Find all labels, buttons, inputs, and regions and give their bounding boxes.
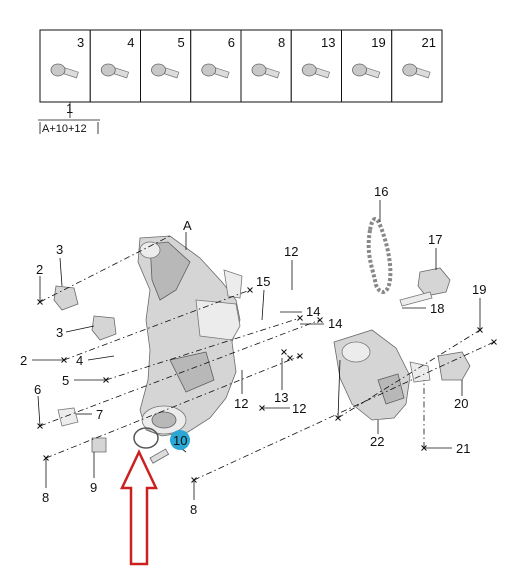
- chain-tensioner: [417, 267, 451, 297]
- line-end-marker: [287, 355, 293, 361]
- line-end-marker: [103, 377, 109, 383]
- chain-guide: [399, 291, 433, 307]
- callout-21: 21: [456, 441, 470, 456]
- line-end-marker: [259, 405, 265, 411]
- bolt-icon: [151, 63, 180, 79]
- callout-7: 7: [96, 407, 103, 422]
- callout-20: 20: [454, 396, 468, 411]
- parts-table-cell: 5: [140, 29, 192, 103]
- line-end-marker: [297, 315, 303, 321]
- line-end-marker: [335, 415, 341, 421]
- line-end-markers: [37, 287, 497, 483]
- callout-13: 13: [274, 390, 288, 405]
- red-outline-arrow-icon: [120, 449, 158, 566]
- parts-table-cell: 8: [240, 29, 292, 103]
- line-end-marker: [421, 445, 427, 451]
- line-end-marker: [297, 353, 303, 359]
- parts-table: 3 4 5 6 8 13 19 21: [39, 29, 443, 103]
- parts-table-cell: 21: [391, 29, 443, 103]
- parts-table-column-number: 19: [371, 35, 385, 50]
- callout-4: 4: [76, 353, 83, 368]
- callout-A: A: [183, 218, 192, 233]
- callout-8-left: 8: [42, 490, 49, 505]
- parts-table-column-number: 21: [422, 35, 436, 50]
- callout-labels: A 2 3 3 2 4 5 6 7 8 9 8 12 15 14 14 12 1…: [20, 184, 486, 517]
- line-end-marker: [491, 339, 497, 345]
- line-end-marker: [61, 357, 67, 363]
- callout-22: 22: [370, 434, 384, 449]
- callout-3-top: 3: [56, 242, 63, 257]
- bolt-icon: [402, 63, 431, 79]
- bolt-icon: [301, 63, 331, 79]
- bolt-icon: [149, 448, 170, 464]
- highlight-circle-icon: 10: [170, 430, 190, 450]
- callout-14-lower: 14: [328, 316, 342, 331]
- callout-6: 6: [34, 382, 41, 397]
- parts-table-column-number: 3: [77, 35, 84, 50]
- line-end-marker: [43, 455, 49, 461]
- timing-cover: [137, 235, 243, 437]
- line-end-marker: [281, 349, 287, 355]
- timing-chain: [366, 217, 393, 294]
- callout-12-top: 12: [284, 244, 298, 259]
- parts-table-cell: 19: [341, 29, 393, 103]
- callout-3-mid: 3: [56, 325, 63, 340]
- item-formula-label: A+10+12: [42, 123, 87, 135]
- line-end-marker: [317, 317, 323, 323]
- line-end-marker: [37, 423, 43, 429]
- line-end-marker: [477, 327, 483, 333]
- callout-9: 9: [90, 480, 97, 495]
- bolt-icon: [352, 63, 381, 79]
- parts-table-column-number: 13: [321, 35, 335, 50]
- parts-table-column-number: 5: [178, 35, 185, 50]
- parts-table-column-number: 8: [278, 35, 285, 50]
- line-end-marker: [247, 287, 253, 293]
- left-small-parts: [53, 285, 117, 453]
- callout-2-top: 2: [36, 262, 43, 277]
- line-end-marker: [37, 299, 43, 305]
- bolt-icon: [50, 63, 79, 79]
- callout-15: 15: [256, 274, 270, 289]
- callout-19: 19: [472, 282, 486, 297]
- callout-2-mid: 2: [20, 353, 27, 368]
- callout-10: 10: [173, 433, 187, 448]
- callout-18: 18: [430, 301, 444, 316]
- callout-5: 5: [62, 373, 69, 388]
- callout-17: 17: [428, 232, 442, 247]
- seal-ring: [133, 427, 159, 449]
- parts-table-cell: 13: [290, 29, 342, 103]
- sensor-part: [437, 351, 471, 381]
- callout-16: 16: [374, 184, 388, 199]
- oil-pump-assembly: [333, 329, 431, 421]
- parts-table-column-number: 6: [228, 35, 235, 50]
- callout-12-right: 12: [292, 401, 306, 416]
- parts-table-cell: 3: [39, 29, 91, 103]
- parts-table-cell: 4: [89, 29, 141, 103]
- callout-12-mid: 12: [234, 396, 248, 411]
- bolt-icon: [251, 63, 280, 79]
- item-number-label: 1: [66, 101, 73, 116]
- bolt-icon: [100, 63, 130, 79]
- bolt-icon: [201, 63, 230, 79]
- callout-8-bottom: 8: [190, 502, 197, 517]
- parts-table-cell: 6: [190, 29, 242, 103]
- callout-14-upper: 14: [306, 304, 320, 319]
- line-end-marker: [191, 477, 197, 483]
- parts-table-column-number: 4: [127, 35, 134, 50]
- leader-lines: [32, 200, 495, 500]
